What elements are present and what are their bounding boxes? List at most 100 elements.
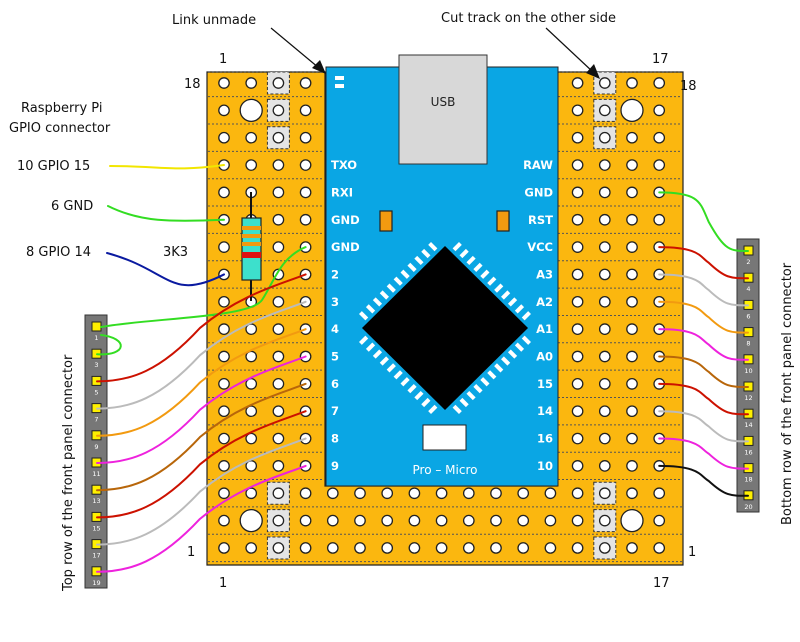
pro-micro-name: Pro – Micro — [413, 463, 478, 477]
resistor-value-label: 3K3 — [163, 245, 188, 260]
hole — [598, 377, 611, 390]
chip-pin — [459, 248, 469, 259]
hole — [218, 131, 230, 144]
wire-left-9 — [96, 464, 307, 573]
hole — [626, 542, 638, 554]
bottom-row-connector-title: Bottom row of the front panel connector — [780, 262, 795, 525]
header-pin-number: 4 — [746, 285, 750, 293]
mounting-hole — [239, 508, 263, 533]
usb-label: USB — [431, 95, 456, 109]
wire-right-15 — [658, 382, 749, 416]
rpi-conn-gpio14-label: 8 GPIO 14 — [26, 245, 91, 260]
hole — [381, 514, 394, 527]
hole — [272, 432, 285, 445]
chip-pin — [501, 356, 511, 366]
hole — [571, 514, 584, 527]
hole — [490, 514, 502, 527]
hole — [245, 487, 258, 500]
chip-pin — [386, 283, 396, 293]
hole — [218, 77, 230, 89]
hole — [435, 542, 448, 554]
chip-pin — [407, 262, 417, 272]
wire-right-VCC — [658, 246, 749, 280]
hole — [272, 377, 285, 390]
wire-right-14 — [658, 410, 749, 443]
hole — [218, 350, 230, 363]
hole — [653, 542, 666, 554]
hole — [272, 159, 285, 171]
hole — [571, 213, 584, 226]
hole — [544, 514, 557, 527]
hole — [218, 323, 230, 335]
pin-label-right: 15 — [537, 377, 553, 391]
pin-label-right: RAW — [523, 158, 553, 172]
hole — [626, 432, 638, 445]
hole — [408, 487, 421, 500]
wire-gpio14 — [106, 252, 225, 287]
header-pin-number: 19 — [92, 579, 100, 587]
hole — [218, 241, 230, 253]
chip-pin — [365, 342, 376, 352]
hole — [435, 487, 448, 500]
hole — [626, 131, 638, 144]
hole — [326, 542, 339, 554]
hole — [354, 487, 366, 500]
chip-pin — [521, 335, 531, 345]
chip-pin — [393, 370, 403, 380]
board-col-bottom-left: 1 — [219, 576, 227, 591]
mounting-hole — [620, 98, 644, 122]
board-row-right-top: 18 — [680, 79, 697, 94]
hole — [626, 487, 638, 500]
hole — [408, 514, 421, 527]
hole — [272, 186, 285, 199]
resistor-band-1 — [242, 226, 261, 230]
hole — [462, 487, 475, 500]
resistor-band-2 — [242, 234, 261, 238]
hole — [299, 186, 312, 199]
hole — [326, 487, 339, 500]
cut-track-label: Cut track on the other side — [441, 11, 616, 26]
header-pin-number: 11 — [92, 470, 100, 478]
header-pin-number: 14 — [744, 421, 752, 429]
hole — [653, 487, 666, 500]
rpi-conn-gnd-label: 6 GND — [51, 199, 93, 214]
pin-label-right: A0 — [536, 350, 553, 364]
hole — [544, 487, 557, 500]
chip-pin — [473, 262, 483, 272]
hole — [408, 542, 421, 554]
hole — [598, 241, 611, 253]
hole — [381, 487, 394, 500]
hole — [598, 350, 611, 363]
hole — [272, 487, 285, 500]
wire-right-A3 — [658, 273, 749, 307]
chip-pin — [466, 255, 476, 266]
hole — [272, 131, 285, 144]
chip-pin — [514, 304, 525, 314]
cut-track-arrow — [545, 27, 600, 79]
pin-label-left: 9 — [331, 459, 339, 473]
header-pin-number: 5 — [94, 388, 98, 396]
hole — [218, 377, 230, 390]
pin-label-left: 6 — [331, 377, 339, 391]
hole — [653, 159, 666, 171]
wire-right-16 — [658, 437, 749, 470]
pin-label-left: 5 — [331, 350, 339, 364]
hole — [299, 104, 312, 117]
chip-pin — [359, 335, 369, 345]
chip-pin — [501, 290, 511, 300]
hole — [598, 405, 611, 418]
hole — [245, 432, 258, 445]
chip-pin — [414, 255, 424, 266]
pin-label-left: RXI — [331, 185, 353, 199]
hole — [598, 323, 611, 335]
hole — [571, 159, 584, 171]
chip-pin — [487, 276, 497, 286]
hole — [245, 159, 258, 171]
hole — [245, 77, 258, 89]
hole — [517, 514, 530, 527]
hole — [245, 131, 258, 144]
hole — [571, 460, 584, 472]
header-pin-number: 18 — [744, 476, 752, 484]
